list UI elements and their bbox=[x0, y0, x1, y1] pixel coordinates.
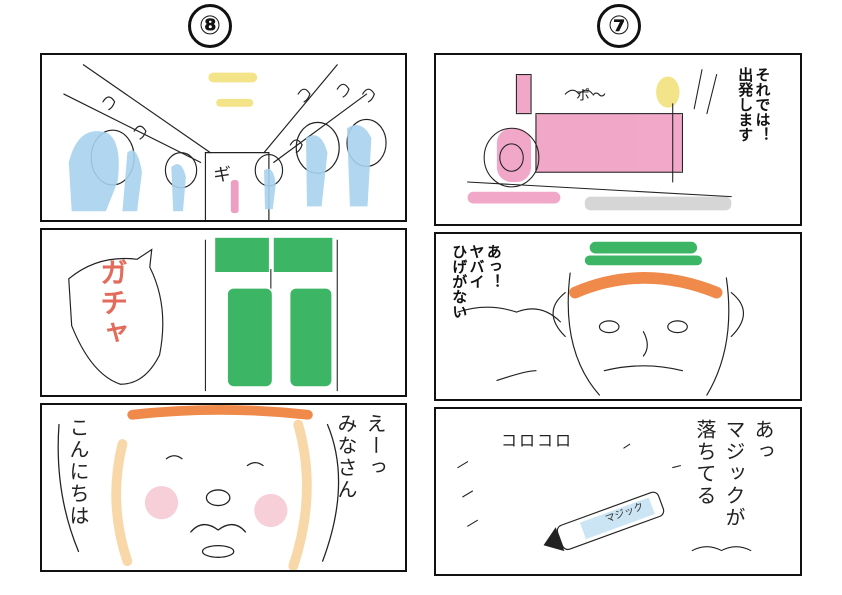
speech-marker-dropped: あっ マジックが 落ちてる bbox=[693, 419, 775, 529]
panel-8-3-face: こんにちは えーっ みなさん bbox=[40, 403, 407, 572]
door-drawing bbox=[68, 237, 338, 392]
panel-7-2-conductor: あっ！ ヤバイ ひげがない bbox=[434, 232, 802, 401]
panel-8-2-door: ガチャ bbox=[40, 228, 407, 397]
train-drawing bbox=[467, 69, 732, 211]
sfx-whistle: ポ〜 bbox=[576, 88, 608, 104]
speech-hello: こんにちは bbox=[66, 417, 90, 527]
speech-no-mustache: あっ！ ヤバイ ひげがない bbox=[450, 244, 503, 319]
sfx-korokoro: コロコロ bbox=[501, 431, 574, 450]
marker-drawing bbox=[457, 443, 752, 552]
conductor-drawing bbox=[457, 241, 745, 396]
sfx-gacha: ガチャ bbox=[96, 258, 129, 348]
page-number-8: ⑧ bbox=[188, 4, 232, 48]
page-number-7: ⑦ bbox=[597, 4, 641, 48]
sfx-door-creak: ギ bbox=[210, 165, 231, 185]
face-drawing bbox=[57, 405, 340, 570]
speech-minasan: えーっ みなさん bbox=[334, 413, 387, 501]
panel-7-1-train: ポ〜 それでは！ 出発します bbox=[434, 53, 802, 226]
panel-7-3-marker: コロコロ あっ マジックが 落ちてる マジック bbox=[434, 407, 802, 576]
speech-departure: それでは！ 出発します bbox=[736, 67, 772, 142]
crowd-drawing bbox=[63, 64, 387, 220]
panel-8-1-crowd: ギ bbox=[40, 53, 407, 222]
